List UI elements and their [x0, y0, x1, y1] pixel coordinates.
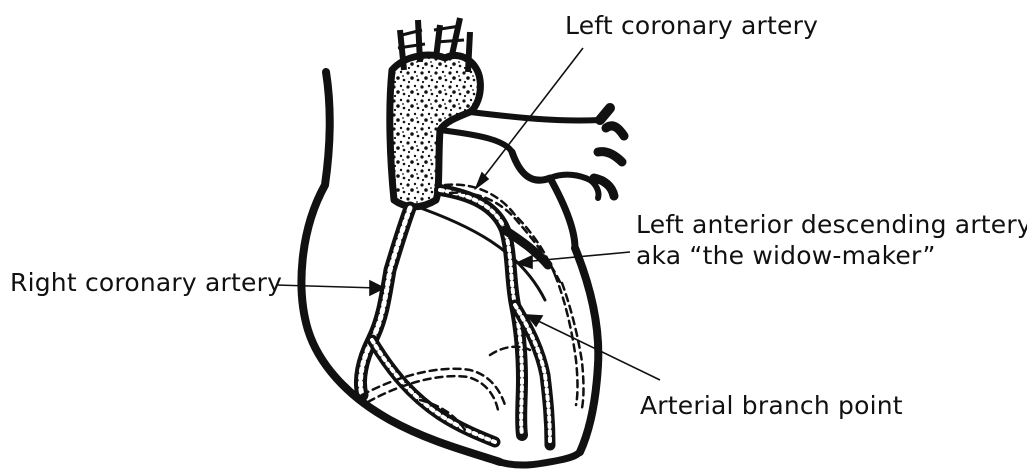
pulmonary-branch-upper [600, 108, 610, 120]
label-widow-maker: aka “the widow-maker” [636, 241, 936, 271]
right-coronary-vessel [360, 208, 495, 442]
pulmonary-trunk-lower [440, 130, 512, 152]
leader-right-coronary [276, 285, 378, 288]
arrowhead-left-coronary [476, 173, 488, 188]
left-atrium-contour [512, 152, 575, 248]
label-left-anterior-descending-artery: Left anterior descending artery, [636, 210, 1027, 240]
ventricle-contour [412, 205, 545, 300]
pulmonary-trunk-upper [470, 112, 600, 121]
heart-right-border [575, 248, 598, 452]
label-left-coronary-artery: Left coronary artery [565, 11, 818, 41]
heart-apex-border [500, 452, 580, 465]
pulmonary-artery [440, 108, 624, 198]
pulmonary-branch-2 [598, 152, 622, 162]
label-arterial-branch-point: Arterial branch point [640, 391, 903, 421]
aorta [390, 18, 481, 207]
pulmonary-branch-1 [606, 126, 624, 136]
label-right-coronary-artery: Right coronary artery [10, 268, 282, 298]
